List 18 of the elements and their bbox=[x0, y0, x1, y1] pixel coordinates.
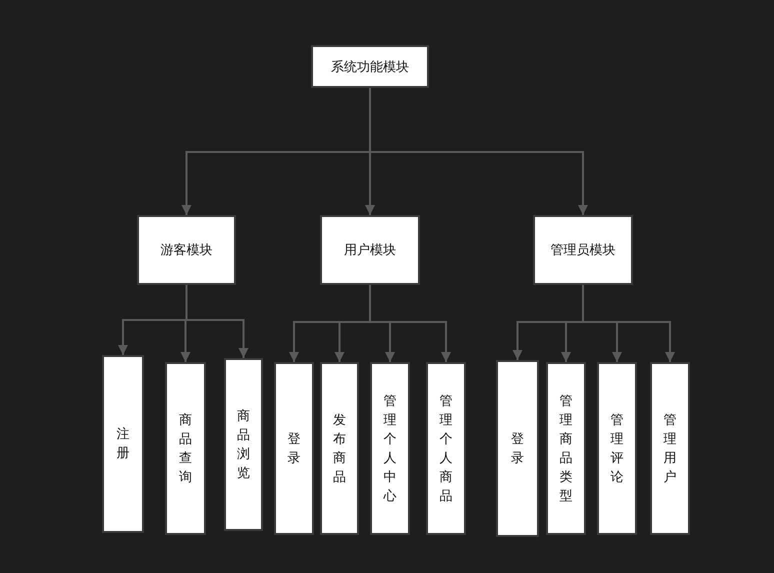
function-box: 登录 bbox=[274, 362, 314, 535]
module-box: 用户模块 bbox=[320, 215, 420, 285]
module-box: 游客模块 bbox=[137, 215, 236, 285]
function-box: 商品查询 bbox=[165, 362, 206, 535]
function-box: 管理个人商品 bbox=[426, 362, 466, 535]
function-box: 注册 bbox=[102, 355, 144, 533]
function-box: 管理个人中心 bbox=[370, 362, 410, 535]
connector-arrow bbox=[369, 88, 588, 215]
function-box: 管理用户 bbox=[650, 362, 690, 535]
function-box: 发布商品 bbox=[320, 362, 359, 535]
function-box: 商品浏览 bbox=[224, 358, 263, 531]
function-box: 管理评论 bbox=[597, 362, 637, 535]
connector-arrow bbox=[186, 285, 248, 358]
function-box: 登录 bbox=[496, 360, 539, 537]
connector-arrow bbox=[582, 285, 675, 362]
module-box: 系统功能模块 bbox=[311, 45, 429, 88]
module-box: 管理员模块 bbox=[533, 215, 633, 285]
function-box: 管理商品类型 bbox=[546, 362, 586, 535]
